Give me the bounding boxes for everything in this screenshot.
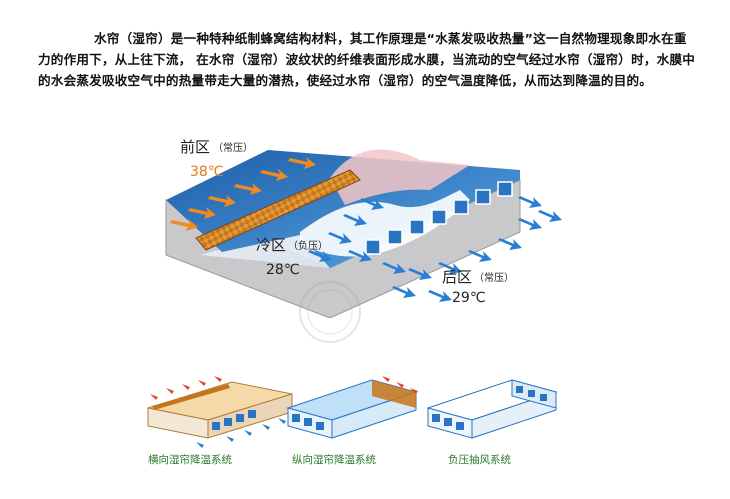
caption-transverse: 横向湿帘降温系统 xyxy=(148,452,232,467)
fan-unit xyxy=(388,230,402,244)
cool-arrow xyxy=(518,218,542,230)
fan-unit xyxy=(432,210,446,224)
svg-text:冷区: 冷区 xyxy=(256,236,286,254)
svg-text:28℃: 28℃ xyxy=(266,262,300,278)
caption-exhaust: 负压抽风系统 xyxy=(448,452,511,467)
system-longitudinal-diagram xyxy=(288,376,418,438)
cool-arrow xyxy=(468,250,492,262)
svg-text:38℃: 38℃ xyxy=(190,164,224,180)
system-exhaust-diagram xyxy=(428,380,556,438)
system-transverse-diagram xyxy=(148,376,292,448)
fan-unit xyxy=(366,240,380,254)
caption-longitudinal: 纵向湿帘降温系统 xyxy=(292,452,376,467)
rear-zone-label: 后区 （常压） 29℃ xyxy=(442,268,514,306)
svg-text:（负压）: （负压） xyxy=(288,239,328,252)
fan-unit xyxy=(454,200,468,214)
cool-arrow xyxy=(518,196,542,208)
cool-arrow xyxy=(428,290,452,302)
cool-arrow xyxy=(538,210,562,222)
svg-text:（常压）: （常压） xyxy=(474,271,514,284)
fan-unit xyxy=(410,220,424,234)
cool-arrow xyxy=(498,238,522,250)
fan-unit xyxy=(476,190,490,204)
svg-text:前区: 前区 xyxy=(180,138,210,156)
cool-arrow xyxy=(392,286,416,298)
svg-text:（常压）: （常压） xyxy=(213,141,253,154)
svg-text:29℃: 29℃ xyxy=(452,290,486,306)
fan-unit xyxy=(498,182,512,196)
main-building xyxy=(166,150,562,342)
svg-text:后区: 后区 xyxy=(442,268,472,286)
